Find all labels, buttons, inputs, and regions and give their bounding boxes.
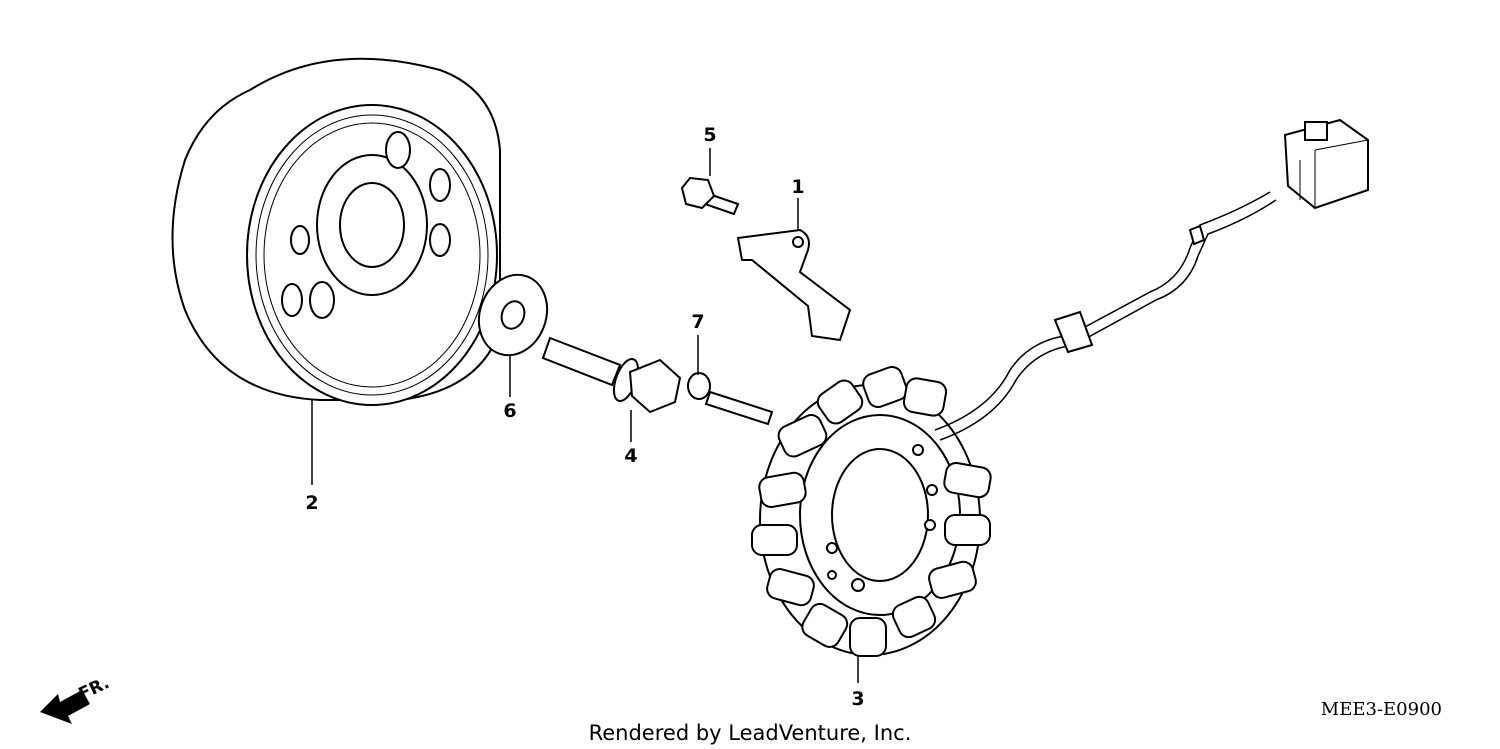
wire-harness[interactable] <box>934 118 1369 441</box>
callout-4: 4 <box>624 445 637 467</box>
callout-7: 7 <box>691 311 704 333</box>
flywheel-rotor[interactable] <box>171 57 501 406</box>
callout-6: 6 <box>503 400 516 422</box>
leader-lines <box>311 148 859 683</box>
washer[interactable] <box>468 265 558 365</box>
render-credit: Rendered by LeadVenture, Inc. <box>589 721 912 745</box>
flange-bolt[interactable] <box>541 336 682 414</box>
small-screw[interactable] <box>687 372 774 426</box>
front-direction-arrow <box>40 690 90 724</box>
diagram-code: MEE3-E0900 <box>1321 699 1442 720</box>
callout-5: 5 <box>703 124 716 146</box>
callout-2: 2 <box>305 492 318 514</box>
bolt[interactable] <box>680 176 740 216</box>
stator[interactable] <box>751 364 992 657</box>
callout-1: 1 <box>791 176 804 198</box>
front-direction-label: FR. <box>76 673 113 704</box>
callout-3: 3 <box>851 688 864 710</box>
wire-bracket[interactable] <box>736 228 852 342</box>
